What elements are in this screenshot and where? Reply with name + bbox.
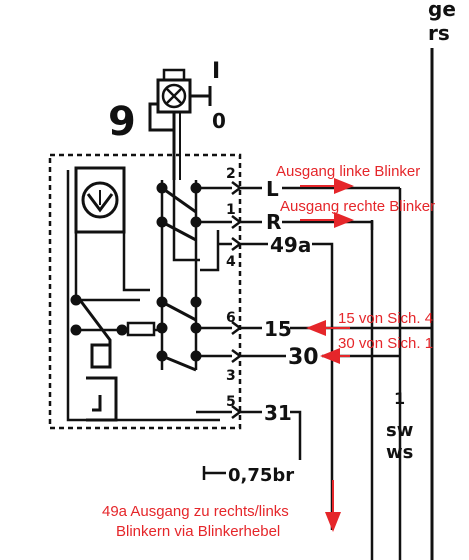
switch-contacts <box>70 182 202 372</box>
annotation-49a-line2: Blinkern via Blinkerhebel <box>116 523 280 540</box>
wire-size-label: 0,75br <box>228 465 294 486</box>
top-right-text-2: rs <box>428 21 450 45</box>
pin-6: 6 <box>226 310 236 326</box>
annotation-fuse-4: 15 von Sich. 4 <box>338 310 433 327</box>
wire-number: 1 <box>394 389 405 408</box>
annotation-left-blinker: Ausgang linke Blinker <box>276 163 420 180</box>
terminal-49a: 49a <box>270 233 311 257</box>
wire-color-sw: sw <box>386 420 413 441</box>
wire-color-ws: ws <box>386 442 413 463</box>
annotation-fuse-1: 30 von Sich. 1 <box>338 335 433 352</box>
pin-1: 1 <box>226 202 236 218</box>
pin-2: 2 <box>226 166 236 182</box>
terminal-15: 15 <box>264 317 292 341</box>
pin-3: 3 <box>226 368 236 384</box>
component-number: 9 <box>108 99 136 145</box>
flasher-relay-icon <box>74 166 126 234</box>
top-right-text-1: ge <box>428 0 456 21</box>
indicator-lamp-icon <box>156 68 192 114</box>
switch-pos-off: 0 <box>212 109 226 133</box>
pilot-lamp-icon <box>86 343 118 422</box>
switch-housing-outline <box>48 153 242 430</box>
resistor-icon <box>126 321 156 337</box>
annotation-right-blinker: Ausgang rechte Blinker <box>280 198 435 215</box>
terminal-30: 30 <box>288 345 319 370</box>
terminal-R: R <box>266 210 281 234</box>
pin-5: 5 <box>226 394 236 410</box>
switch-pos-on: I <box>212 59 220 84</box>
terminal-L: L <box>266 177 279 201</box>
terminal-31: 31 <box>264 401 292 425</box>
pin-4: 4 <box>226 254 236 270</box>
annotation-49a-line1: 49a Ausgang zu rechts/links <box>102 503 289 520</box>
